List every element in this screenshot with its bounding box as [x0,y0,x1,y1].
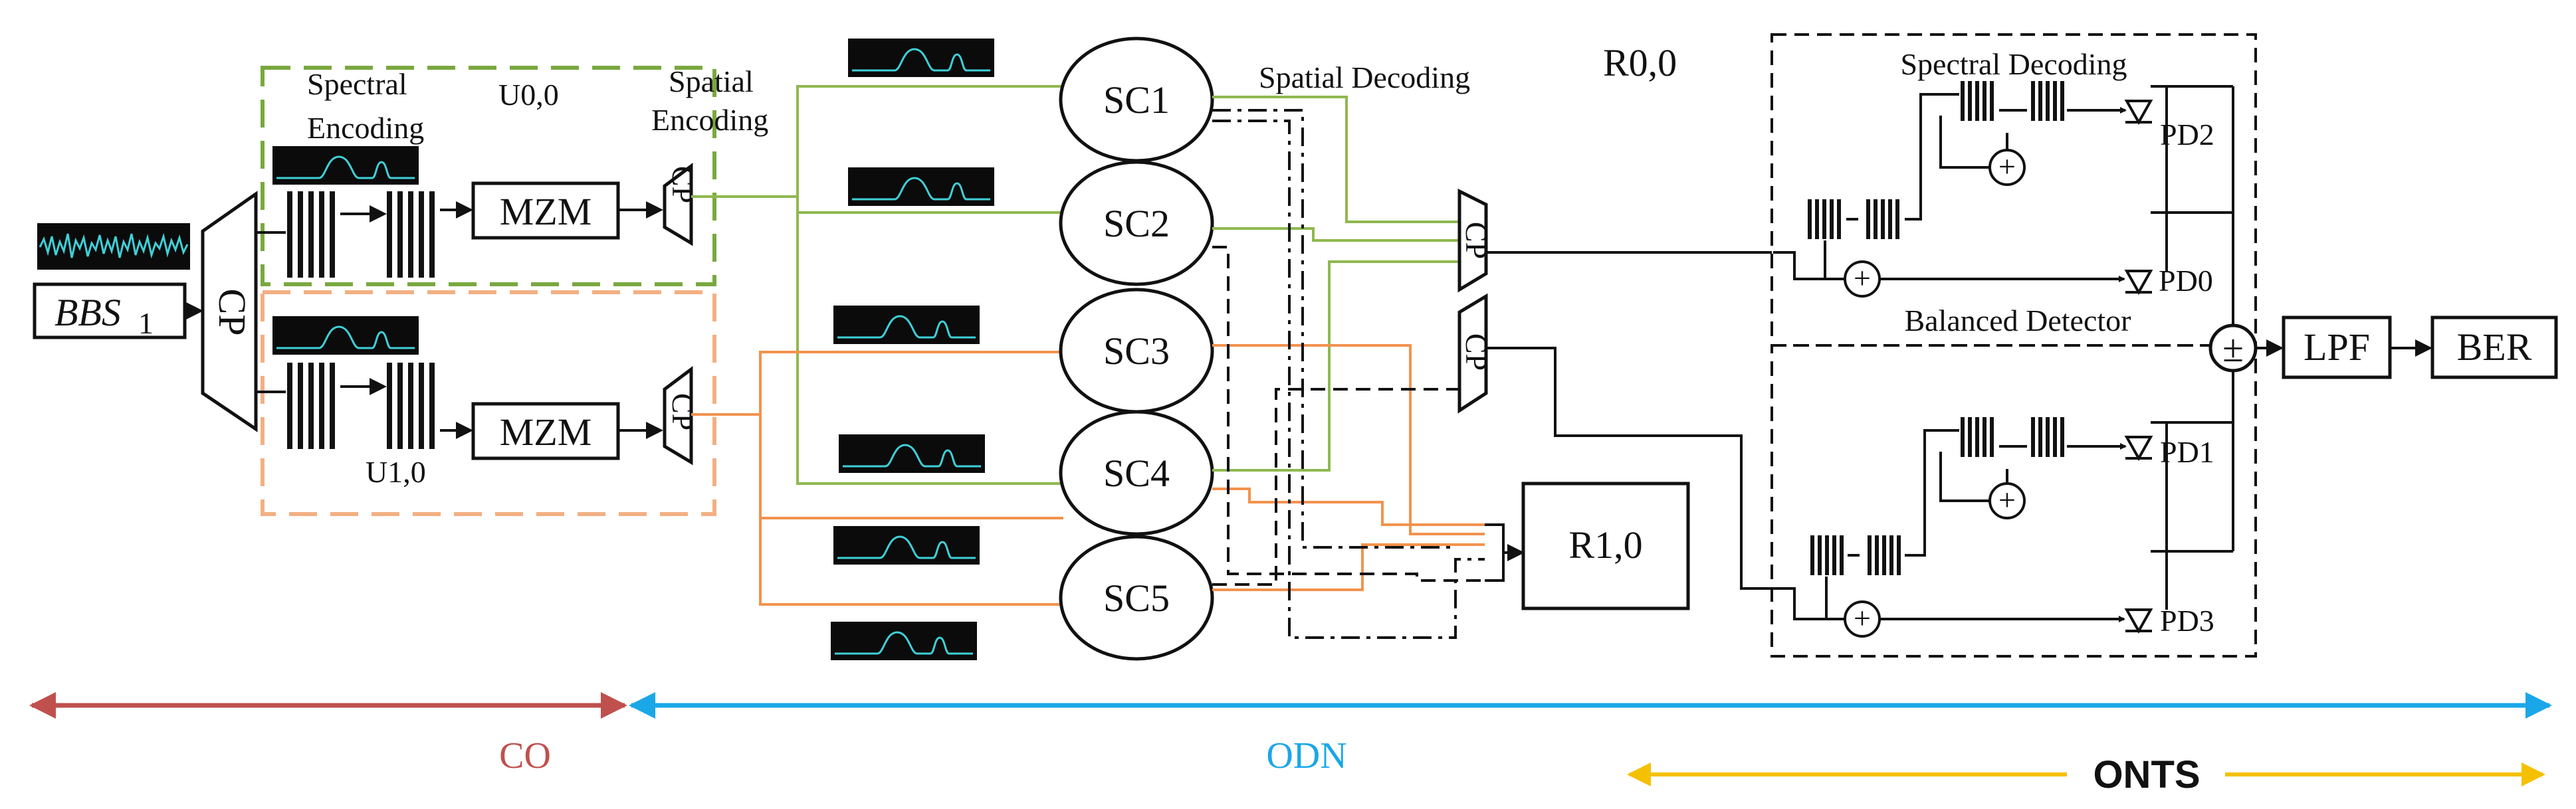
bbs-source: BBS 1 [33,282,187,340]
svg-text:SC5: SC5 [1103,577,1170,620]
svg-text:CP: CP [1459,333,1493,371]
user-u00-label: U0,0 [498,78,559,112]
cp-r00-lower [1457,293,1488,414]
svg-text:MZM: MZM [500,190,592,233]
co-label: CO [499,735,551,776]
svg-text:MZM: MZM [500,410,592,454]
receiver-r10: R1,0 [1521,482,1690,610]
spectral-encoding-label: Spectral [307,67,407,101]
pd2-label: PD2 [2160,118,2214,151]
decoder-upper-box [1771,33,2257,347]
core-sc5: SC5 [1059,535,1214,661]
sum-node: ± [2208,323,2258,373]
svg-text:+: + [1998,149,2016,183]
svg-text:SC2: SC2 [1103,202,1170,245]
decoder-lower: + + [1772,372,2234,638]
mzm-lower [471,402,620,460]
svg-text:SC4: SC4 [1103,452,1170,495]
pd3-label: PD3 [2160,604,2214,638]
noise-trace-icon [37,223,190,270]
receiver-r00-label: R0,0 [1603,41,1677,84]
svg-text:SC1: SC1 [1103,78,1170,122]
core-sc4: SC4 [1059,410,1214,536]
svg-text:+: + [1998,483,2016,517]
balanced-detector-label: Balanced Detector [1905,304,2131,337]
onts-label: ONTS [2093,753,2200,796]
odn-label: ODN [1266,735,1346,776]
svg-text:+: + [1854,261,1871,295]
svg-text:LPF: LPF [2304,325,2370,369]
decoder-upper: + + [1773,81,2234,333]
svg-text:SC3: SC3 [1103,329,1170,373]
lpf-block [2282,315,2392,379]
svg-text:R1,0: R1,0 [1568,523,1642,567]
user-u10-box [261,290,716,516]
core-sc3: SC3 [1059,288,1214,414]
cp-r00-upper [1457,188,1488,293]
spatial-decoding-label: Spatial Decoding [1259,60,1470,94]
core-sc2: SC2 [1059,160,1214,286]
bbs-subscript: 1 [138,306,154,340]
svg-text:±: ± [2222,327,2244,370]
svg-text:Encoding: Encoding [307,111,424,145]
decoder-lower-box [1771,344,2257,658]
svg-text:+: + [1854,601,1871,635]
user-u00-box [261,66,716,286]
svg-text:CP: CP [211,289,254,336]
main-coupler: CP [201,191,258,432]
svg-text:CP: CP [666,393,700,430]
user-u10-label: U1,0 [366,455,426,489]
svg-text:Encoding: Encoding [651,103,768,137]
pd1-label: PD1 [2160,435,2214,469]
core-sc1: SC1 [1059,37,1214,163]
spectral-decoding-label: Spectral Decoding [1900,47,2127,81]
bbs-label: BBS [54,291,121,334]
svg-text:BER: BER [2457,325,2532,369]
ber-block [2430,315,2558,379]
pd0-label: PD0 [2159,264,2213,298]
spatial-encoding-label: Spatial [669,64,754,98]
